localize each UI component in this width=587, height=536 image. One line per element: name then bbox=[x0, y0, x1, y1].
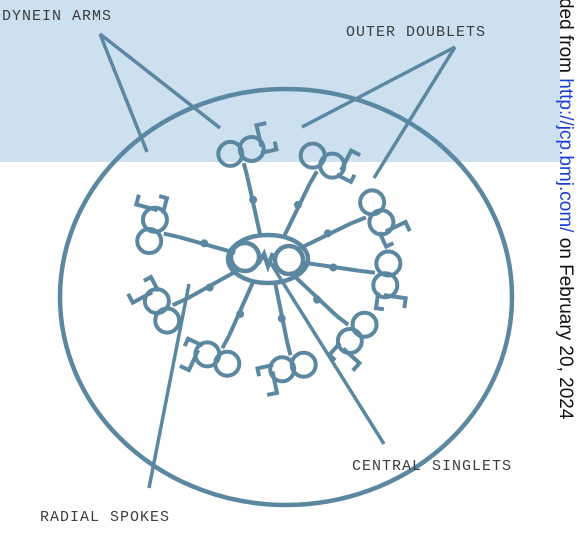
spoke-head bbox=[329, 263, 337, 271]
outer-doublet bbox=[128, 277, 187, 332]
spoke-head bbox=[313, 296, 321, 304]
radial-spoke bbox=[187, 270, 238, 298]
radial-spokes-label: RADIAL SPOKES bbox=[40, 509, 170, 526]
outer-doublet bbox=[351, 190, 409, 246]
spoke-head bbox=[324, 229, 332, 237]
central-singlets bbox=[228, 235, 308, 283]
outer-doublet bbox=[301, 144, 360, 184]
outer-doublet bbox=[180, 336, 239, 376]
watermark-link[interactable]: http://jcp.bmj.com/ bbox=[555, 78, 576, 232]
dynein-arms-label: DYNEIN ARMS bbox=[2, 8, 112, 25]
radial-spoke bbox=[247, 177, 260, 236]
radial-spoke bbox=[275, 282, 287, 341]
radial-spoke bbox=[283, 184, 309, 238]
outer-doublet bbox=[218, 123, 276, 177]
central-singlets-label: CENTRAL SINGLETS bbox=[352, 458, 512, 475]
outer-doublet bbox=[359, 251, 406, 309]
spoke-head bbox=[249, 196, 257, 204]
outer-doublet bbox=[329, 313, 376, 371]
watermark-prefix: ded from bbox=[555, 0, 576, 78]
outer-doublets-label: OUTER DOUBLETS bbox=[346, 24, 486, 41]
outer-doublet bbox=[136, 195, 179, 253]
spoke-head bbox=[294, 201, 302, 209]
radial-spoke bbox=[229, 281, 254, 336]
spoke-head bbox=[236, 310, 244, 318]
spoke-head bbox=[206, 284, 214, 292]
outer-doublet bbox=[257, 342, 315, 395]
download-watermark: ded from http://jcp.bmj.com/ on February… bbox=[550, 0, 580, 536]
spoke-head bbox=[200, 239, 208, 247]
spoke-head bbox=[278, 314, 286, 322]
watermark-suffix: on February 20, 2024 bbox=[555, 232, 576, 419]
